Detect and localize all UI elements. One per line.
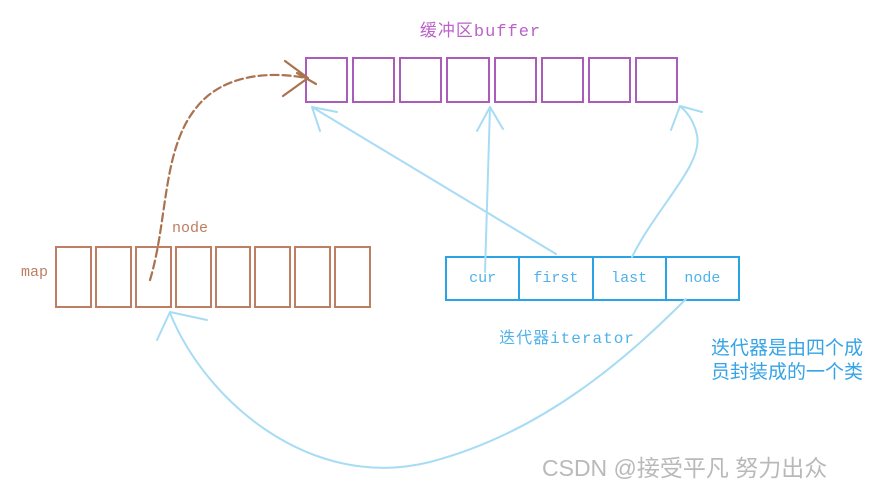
arrow-cur-to-buffer-middle <box>476 106 504 273</box>
map-array <box>55 246 371 308</box>
buffer-title: 缓冲区buffer <box>419 23 542 42</box>
iterator-note-line2: 员封装成的一个类 <box>710 362 863 383</box>
map-cell <box>254 246 292 308</box>
iterator-label: 迭代器iterator <box>499 330 635 348</box>
buffer-cell <box>352 57 396 103</box>
buffer-cell <box>399 57 443 103</box>
map-cell <box>55 246 92 308</box>
watermark: CSDN @接受平凡 努力出众 <box>542 455 828 481</box>
buffer-cell <box>634 57 678 103</box>
iterator-cell: cur <box>469 270 497 287</box>
buffer-cell <box>446 57 490 103</box>
node-label: node <box>172 220 209 237</box>
map-cell <box>134 246 172 308</box>
arrow-first-to-buffer-start <box>311 106 557 255</box>
buffer-cell <box>587 57 631 103</box>
iterator-note: 迭代器是由四个成 员封装成的一个类 <box>697 337 877 385</box>
buffer-cell <box>493 57 537 103</box>
iterator-cell: last <box>591 258 665 299</box>
map-cell <box>174 246 212 308</box>
map-label: map <box>20 264 48 281</box>
arrow-last-to-buffer-end <box>631 105 703 258</box>
map-cell <box>294 246 332 308</box>
iterator-cell: first <box>518 258 591 299</box>
buffer-array <box>305 57 678 103</box>
buffer-cell <box>305 57 349 103</box>
iterator-cell: node <box>664 258 738 299</box>
iterator-note-line1: 迭代器是由四个成 <box>710 338 863 359</box>
map-cell <box>334 246 371 308</box>
map-cell <box>214 246 252 308</box>
buffer-cell <box>540 57 584 103</box>
map-cell <box>94 246 132 308</box>
